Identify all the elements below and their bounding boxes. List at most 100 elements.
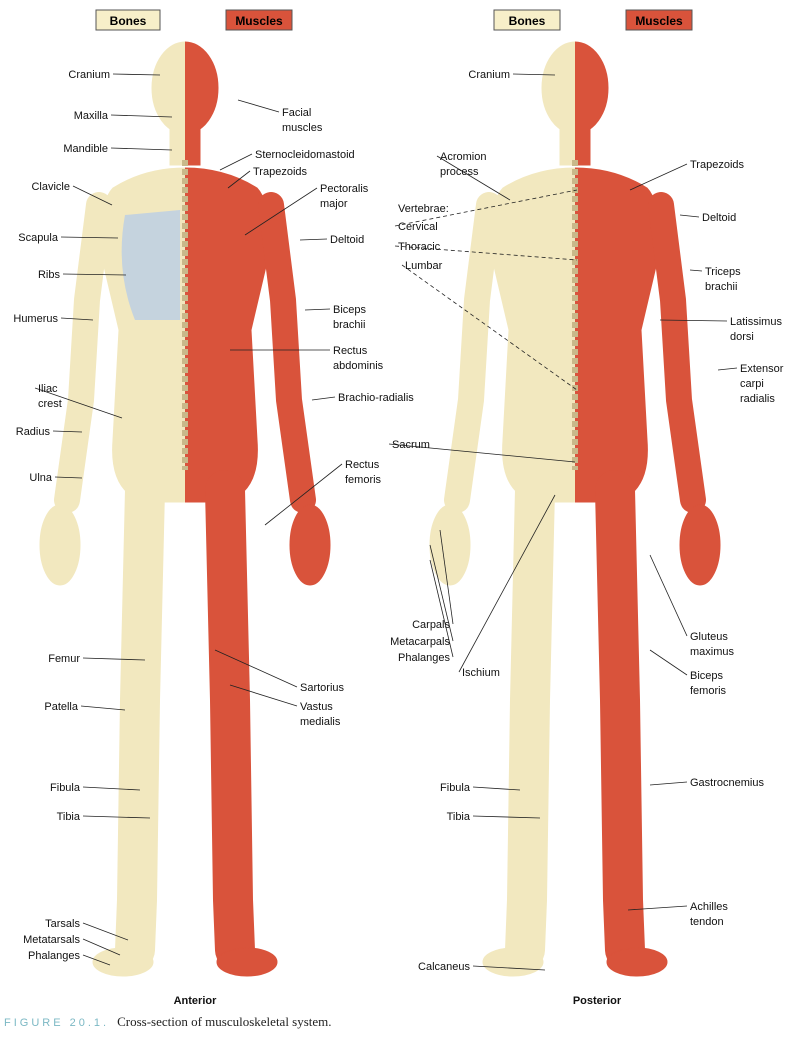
- tarsals-label: Tarsals: [45, 918, 80, 930]
- tibia-label: Tibia: [57, 811, 81, 823]
- humerus-label: Humerus: [13, 313, 58, 325]
- trapezoids-label: Trapezoids: [690, 159, 745, 171]
- pectoralis-major-leader-line: [244, 187, 318, 236]
- vastus-medialis-leader-line: [229, 684, 298, 707]
- patella-label: Patella: [44, 701, 79, 713]
- clavicle-label: Clavicle: [31, 181, 70, 193]
- latissimus-dorsi-leader-line: [659, 319, 728, 322]
- femur-label: Femur: [48, 653, 80, 665]
- anterior-figure: [40, 42, 330, 976]
- bones-header-box: [493, 9, 561, 31]
- carpals-leader-line: [439, 529, 454, 625]
- trapezoids-leader-line: [227, 170, 251, 189]
- ribs-label: Ribs: [38, 269, 61, 281]
- fibula-label: Fibula: [50, 782, 81, 794]
- clavicle-leader-line: [72, 185, 113, 206]
- bones-header: Bones: [509, 14, 546, 28]
- scapula-label: Scapula: [18, 232, 59, 244]
- calcaneus-leader-line: [472, 965, 546, 971]
- cranium-label: Cranium: [68, 69, 110, 81]
- fibula-label: Fibula: [440, 782, 471, 794]
- acromion-process-leader-line: [436, 155, 511, 201]
- trapezoids-leader-line: [629, 163, 688, 191]
- tibia-leader-line: [82, 815, 151, 819]
- thoracic-label: Thoracic: [398, 241, 441, 253]
- lumbar-label: Lumbar: [405, 260, 443, 272]
- femur-leader-line: [82, 657, 146, 661]
- rectus-femoris-leader-line: [264, 463, 343, 526]
- muscles-header-box: [225, 9, 293, 31]
- cranium-label: Cranium: [468, 69, 510, 81]
- phalanges-label: Phalanges: [398, 652, 450, 664]
- facial-muscles-leader-line: [237, 99, 280, 113]
- radius-label: Radius: [16, 426, 51, 438]
- mandible-leader-line: [110, 147, 173, 151]
- sartorius-label: Sartorius: [300, 682, 345, 694]
- phalanges-leader-line: [82, 954, 111, 966]
- sartorius-leader-line: [214, 649, 298, 688]
- tarsals-leader-line: [82, 922, 129, 941]
- figure-caption: FIGURE 20.1. Cross-section of musculoskel…: [4, 1014, 332, 1030]
- scapula-leader-line: [60, 236, 119, 239]
- muscles-header: Muscles: [235, 14, 283, 28]
- sternocleidomastoid-leader-line: [219, 153, 253, 171]
- calcaneus-label: Calcaneus: [418, 961, 470, 973]
- gluteus-maximus-leader-line: [649, 554, 688, 637]
- gastrocnemius-leader-line: [649, 781, 688, 786]
- cervical-leader-line: [394, 189, 578, 227]
- achilles-tendon-leader-line: [627, 905, 688, 911]
- anterior-view-label: Anterior: [174, 995, 218, 1007]
- lumbar-leader-line: [401, 264, 578, 391]
- muscles-header: Muscles: [635, 14, 683, 28]
- caption-text: Cross-section of musculoskeletal system.: [117, 1014, 332, 1029]
- tibia-leader-line: [472, 815, 541, 819]
- metacarpals-leader-line: [429, 544, 454, 642]
- ischium-leader-line: [458, 494, 556, 673]
- brachio-radialis-leader-line: [311, 396, 336, 401]
- phalanges-label: Phalanges: [28, 950, 80, 962]
- deltoid-leader-line: [679, 214, 700, 218]
- cranium-leader-line: [112, 73, 161, 76]
- rib-cage: [121, 210, 180, 320]
- radius-leader-line: [52, 430, 83, 433]
- deltoid-label: Deltoid: [330, 234, 364, 246]
- ischium-label: Ischium: [462, 667, 500, 679]
- sacrum-leader-line: [388, 443, 576, 463]
- biceps-femoris-leader-line: [649, 649, 688, 676]
- triceps-brachii-leader-line: [689, 269, 703, 272]
- extensor-carpi-radialis-leader-line: [717, 367, 738, 371]
- deltoid-leader-line: [299, 238, 328, 241]
- musculoskeletal-diagram: Bones Muscles Bones Muscles Anterior Pos…: [13, 9, 784, 1007]
- metatarsals-leader-line: [82, 938, 121, 956]
- maxilla-label: Maxilla: [74, 110, 109, 122]
- labels-layer: CraniumMaxillaMandibleClavicleScapulaRib…: [13, 69, 783, 973]
- tibia-label: Tibia: [447, 811, 471, 823]
- figure-number: FIGURE 20.1.: [4, 1017, 110, 1029]
- cervical-label: Cervical: [398, 221, 438, 233]
- phalanges-leader-line: [429, 559, 454, 658]
- sacrum-label: Sacrum: [392, 439, 430, 451]
- trapezoids-label: Trapezoids: [253, 166, 308, 178]
- ribs-leader-line: [62, 273, 127, 276]
- fibula-leader-line: [472, 786, 521, 791]
- mandible-label: Mandible: [63, 143, 108, 155]
- muscles-header-box: [625, 9, 693, 31]
- deltoid-label: Deltoid: [702, 212, 736, 224]
- fibula-leader-line: [82, 786, 141, 791]
- carpals-label: Carpals: [412, 619, 450, 631]
- gastrocnemius-label: Gastrocnemius: [690, 777, 764, 789]
